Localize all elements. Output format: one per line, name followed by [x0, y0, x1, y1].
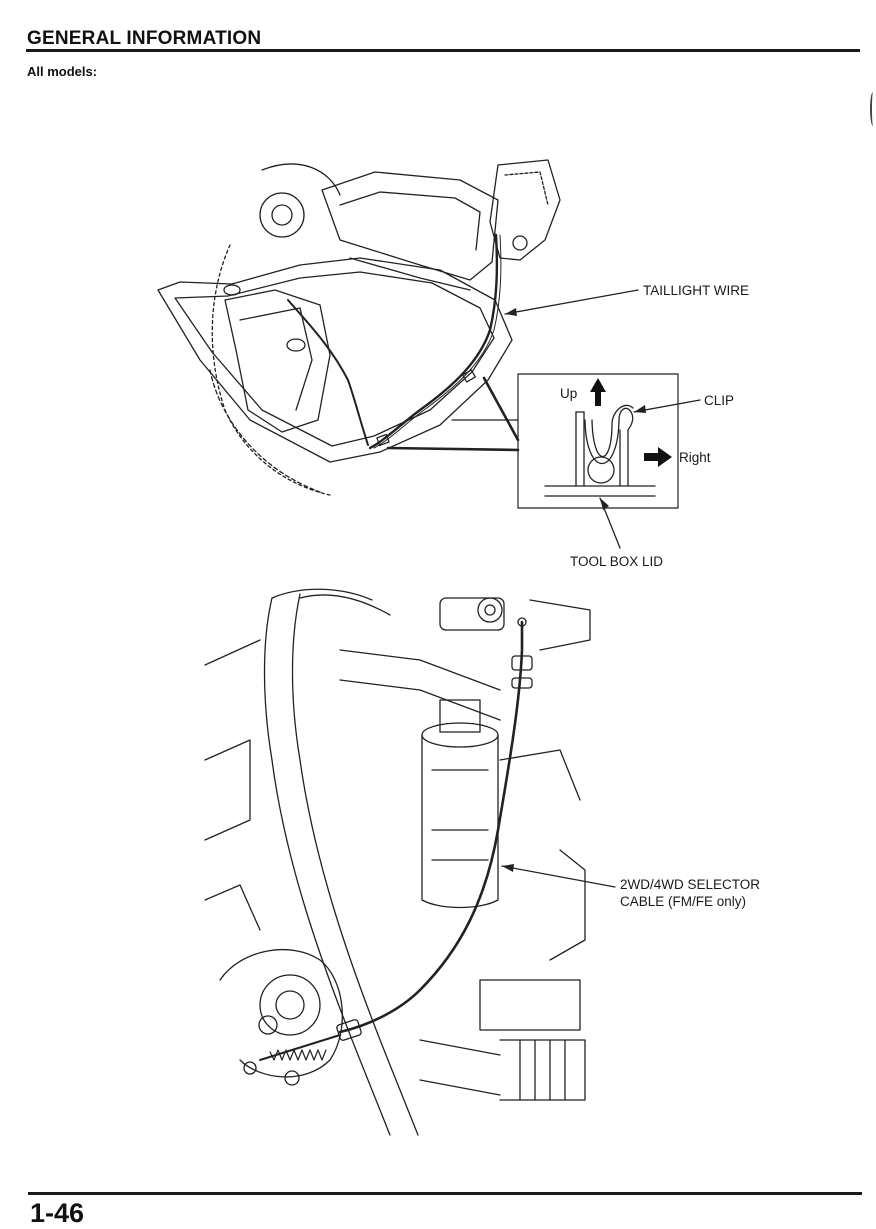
taillight-wire-label: TAILLIGHT WIRE: [643, 283, 750, 298]
up-label: Up: [560, 386, 578, 401]
header-rule: [26, 49, 860, 52]
selector-cable-label: 2WD/4WD SELECTOR CABLE (FM/FE only): [620, 876, 790, 910]
selector-cable-leader: [501, 865, 616, 888]
selector-cable-label-line1: 2WD/4WD SELECTOR: [620, 877, 761, 892]
right-arrow-icon: [644, 447, 672, 467]
models-subheading: All models:: [27, 64, 98, 79]
clip-label: CLIP: [704, 393, 735, 408]
section-title: GENERAL INFORMATION: [27, 28, 262, 49]
page-number: 1-46: [30, 1198, 85, 1228]
selector-cable-illustration: [204, 588, 591, 1136]
tool-box-lid-label: TOOL BOX LID: [570, 554, 664, 569]
clip-detail-inset: [517, 373, 679, 509]
page-edge-mark: [870, 92, 876, 126]
taillight-wire-leader: [504, 289, 639, 315]
footer-rule: [28, 1192, 862, 1195]
right-label: Right: [679, 450, 711, 465]
toolbox-illustration: [157, 159, 561, 496]
selector-cable-label-line2: CABLE (FM/FE only): [620, 894, 747, 909]
up-arrow-icon: [590, 378, 606, 406]
